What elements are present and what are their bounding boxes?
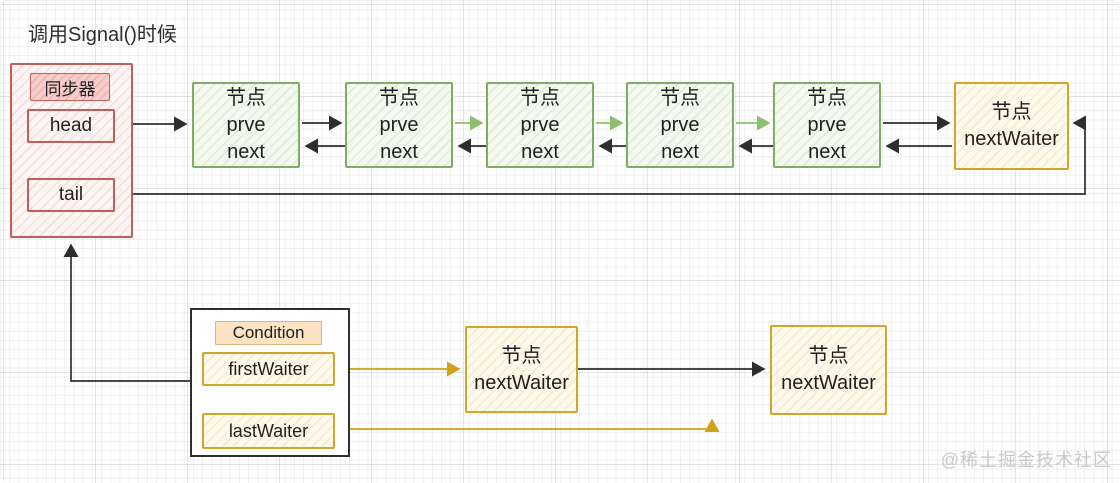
node-nextwaiter-label: nextWaiter	[964, 128, 1059, 150]
diagram-title: 调用Signal()时候	[28, 24, 177, 46]
node-prev-label: prve	[807, 113, 847, 136]
node-next-label: next	[380, 140, 418, 163]
condition-label: Condition	[215, 321, 322, 345]
node-name: 节点	[660, 86, 700, 109]
connector-condition-to-synchronizer	[63, 243, 190, 382]
node-prev-label: prve	[379, 113, 419, 136]
sync-node-3: 节点 prve next	[486, 82, 594, 168]
node-next-label: next	[227, 140, 265, 163]
sync-node-1: 节点 prve next	[192, 82, 300, 168]
condition-node-1: 节点 nextWaiter	[465, 326, 578, 413]
node-name: 节点	[991, 101, 1032, 123]
node-nextwaiter-label: nextWaiter	[474, 371, 569, 394]
connector-lastwaiter-to-cnode2	[335, 418, 720, 433]
node-name: 节点	[807, 86, 847, 109]
node-name: 节点	[808, 345, 849, 367]
synchronizer-label: 同步器	[30, 73, 110, 101]
sync-node-2: 节点 prve next	[345, 82, 453, 168]
node-next-label: next	[661, 140, 699, 163]
sync-node-5: 节点 prve next	[773, 82, 881, 168]
last-waiter-field: lastWaiter	[202, 413, 335, 449]
condition-node-2: 节点 nextWaiter	[770, 325, 887, 415]
first-waiter-field: firstWaiter	[202, 352, 335, 386]
sync-node-4: 节点 prve next	[626, 82, 734, 168]
node-prev-label: prve	[226, 113, 266, 136]
node-next-label: next	[808, 140, 846, 163]
node-name: 节点	[379, 86, 419, 109]
synchronizer-box: 同步器 head tail	[10, 63, 133, 238]
node-nextwaiter-label: nextWaiter	[781, 372, 876, 394]
condition-box: Condition firstWaiter lastWaiter	[190, 308, 350, 457]
node-name: 节点	[520, 86, 560, 109]
node-prev-label: prve	[520, 113, 560, 136]
node-next-label: next	[521, 140, 559, 163]
tail-field: tail	[27, 178, 115, 212]
watermark: @稀土掘金技术社区	[940, 450, 1112, 470]
tail-waiter-node: 节点 nextWaiter	[954, 82, 1069, 170]
node-name: 节点	[226, 86, 266, 109]
node-name: 节点	[501, 344, 542, 367]
node-prev-label: prve	[660, 113, 700, 136]
head-field: head	[27, 109, 115, 143]
